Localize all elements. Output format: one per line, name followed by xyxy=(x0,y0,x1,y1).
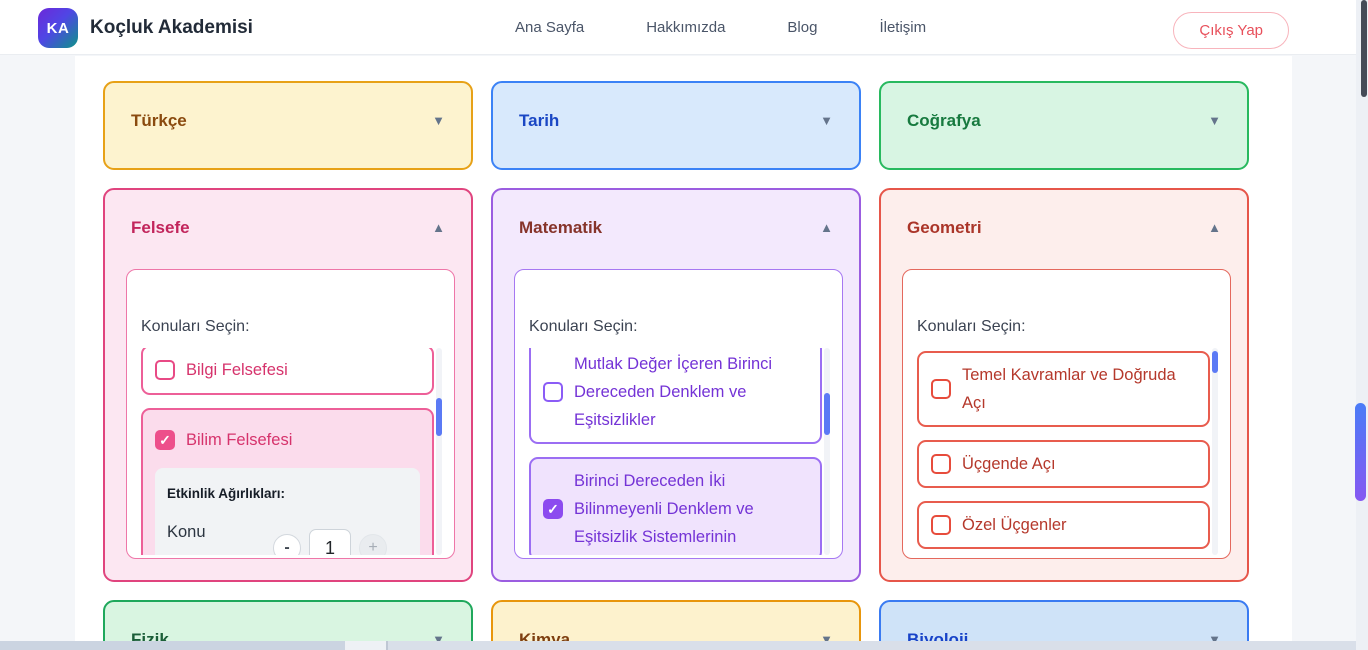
checkbox-checked-icon[interactable] xyxy=(543,499,563,519)
subject-title: Coğrafya xyxy=(907,111,981,130)
subject-card-matematik[interactable]: Matematik ▲ Konuları Seçin: Mutlak Değer… xyxy=(491,188,861,582)
chevron-down-icon[interactable]: ▼ xyxy=(432,113,445,128)
topic-item-ucgende-aci[interactable]: Üçgende Açı xyxy=(917,440,1210,488)
subject-title: Tarih xyxy=(519,111,560,130)
topic-label: Bilgi Felsefesi xyxy=(186,361,288,379)
topic-list-scrollbar[interactable] xyxy=(436,348,442,555)
chevron-up-icon[interactable]: ▲ xyxy=(432,220,445,235)
topic-item-mutlak-deger[interactable]: Mutlak Değer İçeren Birinci Dereceden De… xyxy=(529,348,822,444)
subject-title: Türkçe xyxy=(131,111,187,130)
chevron-up-icon[interactable]: ▲ xyxy=(820,220,833,235)
subject-card-header[interactable]: Geometri ▲ xyxy=(881,190,1247,240)
topic-list-scrollbar[interactable] xyxy=(824,348,830,555)
felsefe-topic-list: Bilgi Felsefesi Bilim Felsefesi Etkinlik… xyxy=(141,348,434,555)
scrollbar-thumb[interactable] xyxy=(436,398,442,436)
checkbox-unchecked-icon[interactable] xyxy=(543,382,563,402)
horizontal-scrollbar-gap xyxy=(345,641,386,650)
geometri-topics-panel: Konuları Seçin: Temel Kavramlar ve Doğru… xyxy=(902,269,1231,559)
checkbox-unchecked-icon[interactable] xyxy=(931,379,951,399)
topic-label: Birinci Dereceden İki Bilinmeyenli Denkl… xyxy=(574,472,754,546)
checkbox-unchecked-icon[interactable] xyxy=(155,360,175,380)
nav-link-ana-sayfa[interactable]: Ana Sayfa xyxy=(515,19,585,36)
topic-label: Bilim Felsefesi xyxy=(186,431,293,449)
topic-label: Özel Üçgenler xyxy=(962,516,1067,534)
select-topics-label: Konuları Seçin: xyxy=(529,318,638,335)
page-scrollbar-thumb[interactable] xyxy=(1361,0,1367,97)
subject-card-felsefe[interactable]: Felsefe ▲ Konuları Seçin: Bilgi Felsefes… xyxy=(103,188,473,582)
topic-item-bilgi-felsefesi[interactable]: Bilgi Felsefesi xyxy=(141,348,434,395)
brand-title: Koçluk Akademisi xyxy=(90,16,253,38)
nav-link-iletisim[interactable]: İletişim xyxy=(879,19,927,36)
nav-link-blog[interactable]: Blog xyxy=(787,19,818,36)
subject-card-header[interactable]: Felsefe ▲ xyxy=(105,190,471,240)
page-scrollbar-track[interactable] xyxy=(1356,0,1368,650)
checkbox-unchecked-icon[interactable] xyxy=(931,515,951,535)
topic-label: Temel Kavramlar ve Doğruda Açı xyxy=(962,366,1176,412)
topic-list-scrollbar[interactable] xyxy=(1212,348,1218,555)
app-header: KA Koçluk Akademisi Ana Sayfa Hakkımızda… xyxy=(0,0,1356,55)
subject-card-tarih[interactable]: Tarih ▼ xyxy=(491,81,861,170)
horizontal-scrollbar-divider xyxy=(386,641,388,650)
subject-card-header[interactable]: Türkçe ▼ xyxy=(105,83,471,133)
subject-card-cografya[interactable]: Coğrafya ▼ xyxy=(879,81,1249,170)
subject-title: Matematik xyxy=(519,218,603,237)
checkbox-unchecked-icon[interactable] xyxy=(931,454,951,474)
subject-title: Geometri xyxy=(907,218,982,237)
topic-item-temel-kavramlar[interactable]: Temel Kavramlar ve Doğruda Açı xyxy=(917,351,1210,427)
weight-value-input[interactable] xyxy=(309,529,351,555)
subject-card-turkce[interactable]: Türkçe ▼ xyxy=(103,81,473,170)
increment-button[interactable]: + xyxy=(359,534,387,555)
scrollbar-thumb[interactable] xyxy=(824,393,830,435)
subject-card-header[interactable]: Tarih ▼ xyxy=(493,83,859,133)
topic-label: Üçgende Açı xyxy=(962,455,1056,473)
weights-heading: Etkinlik Ağırlıkları: xyxy=(167,486,286,501)
topic-label: Mutlak Değer İçeren Birinci Dereceden De… xyxy=(574,355,773,429)
chevron-down-icon[interactable]: ▼ xyxy=(1208,113,1221,128)
weights-row: Konu Çalışma - + xyxy=(167,516,408,555)
matematik-topics-panel: Konuları Seçin: Mutlak Değer İçeren Biri… xyxy=(514,269,843,559)
select-topics-label: Konuları Seçin: xyxy=(141,318,250,335)
subject-card-geometri[interactable]: Geometri ▲ Konuları Seçin: Temel Kavraml… xyxy=(879,188,1249,582)
nav-link-hakkimizda[interactable]: Hakkımızda xyxy=(646,19,726,36)
topic-item-ozel-ucgenler[interactable]: Özel Üçgenler xyxy=(917,501,1210,549)
content-scrollbar-thumb[interactable] xyxy=(1355,403,1366,501)
select-topics-label: Konuları Seçin: xyxy=(917,318,1026,335)
brand-logo[interactable]: KA xyxy=(38,8,78,48)
geometri-topic-list: Temel Kavramlar ve Doğruda Açı Üçgende A… xyxy=(917,348,1210,555)
horizontal-scrollbar-track[interactable] xyxy=(0,641,1368,650)
activity-label: Konu Çalışma xyxy=(167,523,206,541)
subject-card-header[interactable]: Matematik ▲ xyxy=(493,190,859,240)
logout-button[interactable]: Çıkış Yap xyxy=(1173,12,1289,49)
checkbox-checked-icon[interactable] xyxy=(155,430,175,450)
horizontal-scrollbar-thumb[interactable] xyxy=(0,641,345,650)
chevron-down-icon[interactable]: ▼ xyxy=(820,113,833,128)
main-nav: Ana Sayfa Hakkımızda Blog İletişim xyxy=(515,0,926,55)
activity-weights-panel: Etkinlik Ağırlıkları: Konu Çalışma - + xyxy=(155,468,420,555)
chevron-up-icon[interactable]: ▲ xyxy=(1208,220,1221,235)
topic-item-birinci-dereceden[interactable]: Birinci Dereceden İki Bilinmeyenli Denkl… xyxy=(529,457,822,555)
subject-card-header[interactable]: Coğrafya ▼ xyxy=(881,83,1247,133)
decrement-button[interactable]: - xyxy=(273,534,301,555)
scrollbar-thumb[interactable] xyxy=(1212,351,1218,373)
subject-title: Felsefe xyxy=(131,218,190,237)
matematik-topic-list: Mutlak Değer İçeren Birinci Dereceden De… xyxy=(529,348,822,555)
topic-item-bilim-felsefesi[interactable]: Bilim Felsefesi Etkinlik Ağırlıkları: Ko… xyxy=(141,408,434,555)
felsefe-topics-panel: Konuları Seçin: Bilgi Felsefesi Bilim Fe… xyxy=(126,269,455,559)
